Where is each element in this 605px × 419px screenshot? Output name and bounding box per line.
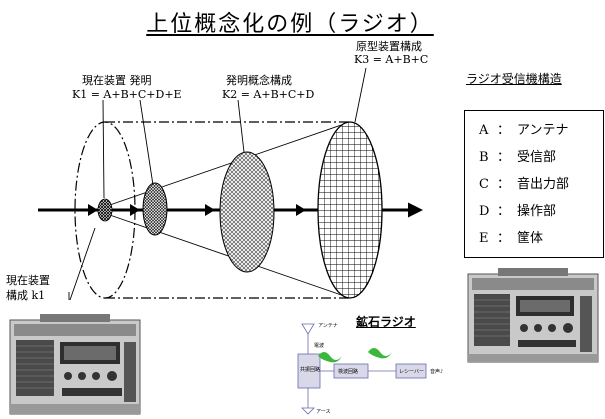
k1-small-ellipse <box>97 198 113 222</box>
earth-label: アース <box>316 409 331 415</box>
receiver-label: レシーバー <box>399 369 424 375</box>
resonance-circuit-label: 共振回路 <box>300 367 321 373</box>
legend-item: E：筐体 <box>479 231 544 246</box>
legend-item: C：音出力部 <box>479 177 570 192</box>
k1-ellipse <box>142 182 168 236</box>
antenna-label: アンテナ <box>318 323 338 329</box>
prototype-title: 原型装置構成 <box>356 40 422 53</box>
k3-ellipse <box>317 121 383 299</box>
earth-icon <box>301 407 315 415</box>
leader-lines <box>68 67 367 301</box>
legend-item: D：操作部 <box>479 204 557 219</box>
legend-title: ラジオ受信機構造 <box>466 72 562 86</box>
k3-formula: K3 = A+B+C <box>354 53 429 66</box>
axis-arrowheads <box>88 204 306 216</box>
radio-wave-icons <box>318 348 392 363</box>
crystal-radio-title: 鉱石ラジオ <box>356 315 416 329</box>
radio-right-image <box>467 268 599 363</box>
sound-label: 音声♪ <box>430 369 444 375</box>
legend-box: A：アンテナ B：受信部 C：音出力部 D：操作部 E：筐体 <box>464 110 604 258</box>
k1-formula: K1 = A+B+C+D+E <box>72 88 182 101</box>
antenna-icon <box>301 323 315 335</box>
cone-lines <box>103 121 351 299</box>
present-invention-title: 現在装置 発明 <box>82 74 152 87</box>
crystal-radio-schematic <box>297 323 427 415</box>
radio-left-image <box>9 314 141 415</box>
tuning-label: 電波 <box>314 343 325 349</box>
k2-ellipse <box>219 151 275 273</box>
k2-formula: K2 = A+B+C+D <box>222 88 315 101</box>
diagram-title: 上位概念化の例（ラジオ） <box>146 12 434 37</box>
legend-item: B：受信部 <box>479 150 557 165</box>
detector-circuit-label: 検波回路 <box>338 369 359 375</box>
present-device-label-line2: 構成 k1 <box>6 289 46 302</box>
invention-concept-title: 発明概念構成 <box>226 74 292 87</box>
present-device-label-line1: 現在装置 <box>6 274 50 287</box>
legend-item: A：アンテナ <box>479 123 569 138</box>
